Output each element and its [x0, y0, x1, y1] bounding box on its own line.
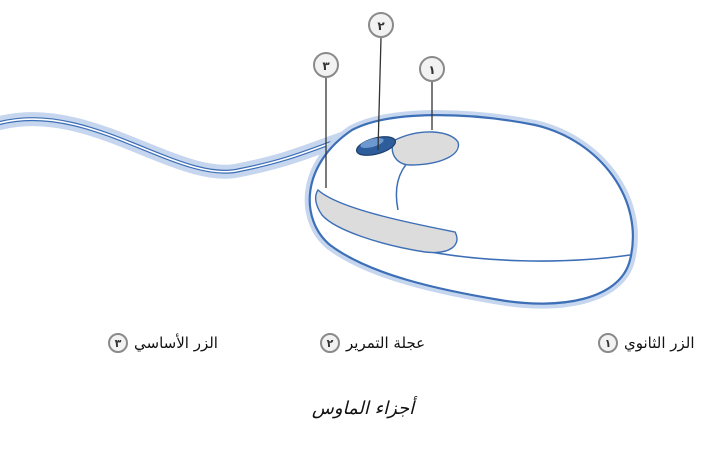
mouse-body: [308, 114, 634, 305]
marker-2: ٢: [368, 12, 394, 38]
legend-item-secondary-button: ١ الزر الثانوي: [598, 331, 695, 355]
marker-1: ١: [419, 56, 445, 82]
legend-item-scroll-wheel: ٢ عجلة التمرير: [320, 331, 425, 355]
legend-label-secondary-button: الزر الثانوي: [624, 334, 695, 352]
marker-2-label: ٢: [377, 19, 385, 33]
mouse-cable-glow: [0, 112, 352, 179]
diagram-caption: أجزاء الماوس: [311, 398, 415, 419]
legend-badge-1: ١: [598, 333, 618, 353]
legend-badge-3: ٣: [108, 333, 128, 353]
marker-1-label: ١: [428, 63, 435, 77]
primary-button-shape: [314, 188, 458, 254]
legend-label-scroll-wheel: عجلة التمرير: [346, 334, 426, 352]
secondary-button-shape: [391, 131, 460, 166]
leader-line-2: [377, 37, 382, 151]
marker-3-label: ٣: [322, 59, 330, 73]
marker-3: ٣: [313, 52, 339, 78]
legend-label-primary-button: الزر الأساسي: [134, 334, 218, 352]
legend-badge-2: ٢: [320, 333, 340, 353]
legend-item-primary-button: ٣ الزر الأساسي: [108, 331, 218, 355]
